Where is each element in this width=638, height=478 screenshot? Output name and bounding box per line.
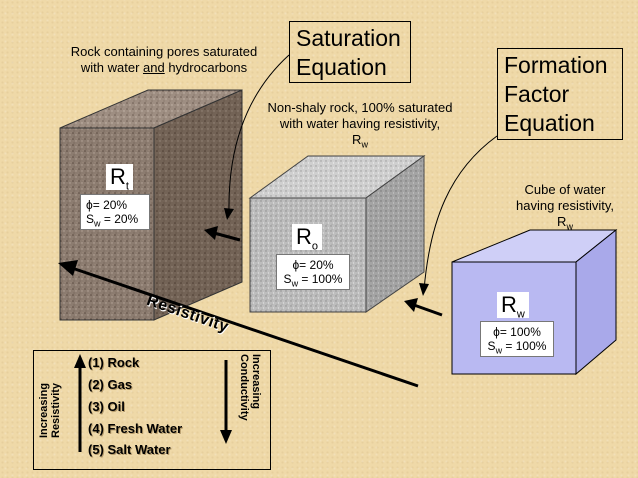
rw-symbol-subscript: w bbox=[516, 308, 525, 321]
formation-factor-equation-box: Formation Factor Equation bbox=[497, 48, 623, 140]
legend-left-label-line2: Resistivity bbox=[50, 382, 62, 438]
saturation-pointer-head bbox=[224, 208, 234, 220]
ro-symbol: Ro bbox=[292, 224, 323, 253]
rt-saturation: Sw = 20% bbox=[86, 212, 144, 229]
rock-pores-caption: Rock containing pores saturated with wat… bbox=[54, 44, 274, 76]
arrow-ro-to-rt bbox=[213, 231, 241, 242]
saturation-equation-box: Saturation Equation bbox=[289, 21, 411, 83]
legend-right-label-line2: Conductivity bbox=[238, 354, 250, 421]
non-shaly-caption-subscript: w bbox=[361, 139, 368, 150]
rw-values-box: ϕ= 100% Sw = 100% bbox=[480, 321, 554, 357]
ro-sw-value: = 100% bbox=[298, 272, 343, 286]
arrow-ro-to-rt-head bbox=[204, 226, 218, 240]
saturation-pointer-line bbox=[228, 54, 290, 213]
saturation-title-line2: Equation bbox=[296, 54, 387, 80]
cube-water-caption-subscript: w bbox=[566, 221, 573, 232]
legend-down-arrow-head bbox=[220, 430, 232, 444]
ro-sw-subscript: w bbox=[291, 278, 299, 289]
saturation-title-line1: Saturation bbox=[296, 25, 401, 51]
formation-title-line3: Equation bbox=[504, 110, 595, 136]
legend-up-arrow-head bbox=[74, 354, 86, 368]
rt-symbol: Rt bbox=[106, 164, 133, 193]
legend-item-salt-water: (5) Salt Water bbox=[88, 442, 171, 457]
ro-symbol-subscript: o bbox=[311, 240, 319, 253]
rw-sw-value: = 100% bbox=[502, 339, 547, 353]
rock-pores-caption-and: and bbox=[143, 60, 165, 75]
non-shaly-caption-line3: Rw bbox=[252, 132, 468, 150]
rt-sw-symbol: S bbox=[86, 212, 95, 226]
legend-item-gas: (2) Gas bbox=[88, 377, 133, 392]
arrow-rw-to-ro bbox=[413, 303, 443, 317]
rt-symbol-subscript: t bbox=[125, 180, 129, 193]
rock-pores-caption-line1: Rock containing pores saturated bbox=[70, 44, 258, 59]
rw-symbol: Rw bbox=[497, 292, 529, 321]
resistivity-arrow-head bbox=[58, 260, 78, 276]
rw-sw-subscript: w bbox=[495, 345, 503, 356]
rt-sw-subscript: w bbox=[94, 218, 101, 229]
formation-title-line2: Factor bbox=[504, 81, 570, 107]
legend-left-label-line1: Increasing bbox=[38, 382, 50, 438]
rock-pores-caption-line2: with water and hydrocarbons bbox=[54, 60, 274, 76]
rt-values-box: ϕ= 20% Sw = 20% bbox=[80, 194, 150, 230]
cube-water-caption-line2: having resistivity, bbox=[515, 198, 614, 213]
resistivity-arrow-line bbox=[71, 266, 419, 388]
legend-item-fresh-water: (4) Fresh Water bbox=[88, 421, 183, 436]
ro-sw-symbol: S bbox=[283, 272, 292, 286]
rt-symbol-letter: R bbox=[110, 164, 126, 189]
rt-porosity: ϕ= 20% bbox=[86, 198, 128, 212]
non-shaly-caption-line1: Non-shaly rock, 100% saturated bbox=[267, 100, 453, 115]
rw-saturation: Sw = 100% bbox=[486, 339, 548, 356]
rw-cube-front bbox=[451, 261, 577, 375]
rw-symbol-letter: R bbox=[501, 292, 517, 317]
legend-item-rock: (1) Rock bbox=[88, 355, 140, 370]
arrow-rw-to-ro-head bbox=[404, 298, 418, 312]
ro-porosity: ϕ= 20% bbox=[292, 258, 334, 272]
rw-sw-symbol: S bbox=[487, 339, 496, 353]
formation-title-line1: Formation bbox=[504, 52, 608, 78]
formation-pointer-head bbox=[419, 283, 429, 296]
rock-pores-caption-head: with water bbox=[80, 60, 144, 75]
non-shaly-caption-symbol: R bbox=[352, 132, 362, 147]
legend-right-label-line1: Increasing bbox=[250, 354, 262, 410]
non-shaly-caption: Non-shaly rock, 100% saturated with wate… bbox=[252, 100, 468, 150]
rt-sw-value: = 20% bbox=[100, 212, 139, 226]
ro-saturation: Sw = 100% bbox=[282, 272, 344, 289]
rw-porosity: ϕ= 100% bbox=[493, 325, 541, 339]
legend-item-oil: (3) Oil bbox=[88, 399, 125, 414]
cube-water-caption-line1: Cube of water bbox=[524, 182, 606, 197]
non-shaly-caption-line2: with water having resistivity, bbox=[279, 116, 441, 131]
ro-symbol-letter: R bbox=[296, 224, 312, 249]
cube-water-caption: Cube of water having resistivity, Rw bbox=[500, 182, 630, 232]
ro-values-box: ϕ= 20% Sw = 100% bbox=[276, 254, 350, 290]
legend-box bbox=[33, 350, 271, 470]
formation-pointer-line bbox=[423, 135, 498, 291]
rock-pores-caption-tail: hydrocarbons bbox=[164, 60, 248, 75]
cube-water-caption-symbol: R bbox=[557, 214, 567, 229]
cube-water-caption-line3: Rw bbox=[500, 214, 630, 232]
